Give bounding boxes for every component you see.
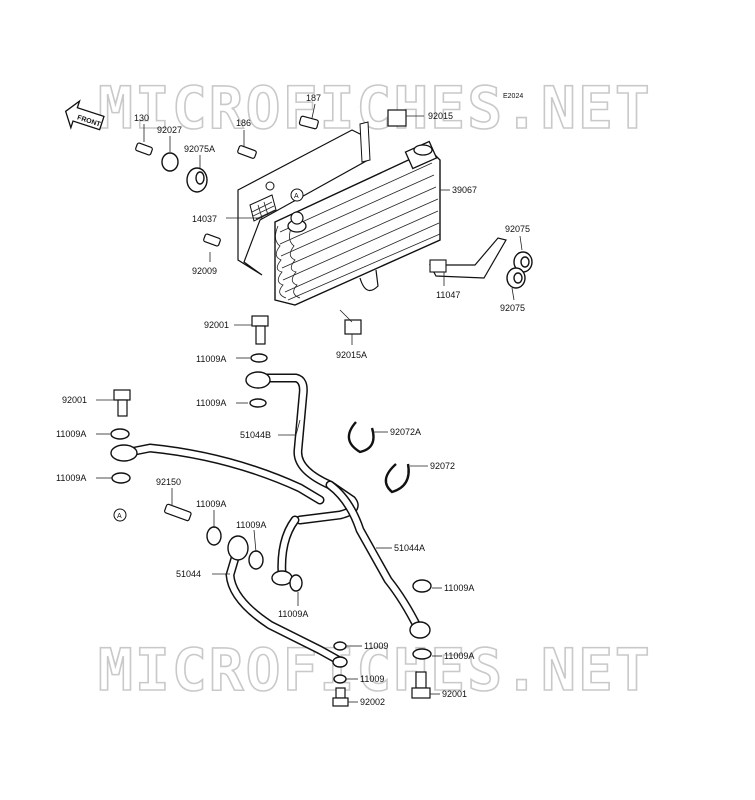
washer-11009A-6: [248, 550, 264, 570]
label-92072A: 92072A: [390, 427, 421, 437]
label-51044B: 51044B: [240, 430, 271, 440]
bolt-130: [135, 142, 153, 156]
label-92015: 92015: [428, 111, 453, 121]
oil-cooler-39067: [237, 121, 441, 306]
washer-11009A-8: [412, 579, 432, 593]
label-11009A-4: 11009A: [56, 473, 86, 483]
label-92075A: 92075A: [184, 144, 215, 154]
banjo-bolt-92150: [164, 503, 192, 522]
watermark-top: MICROFICHES.NET: [98, 74, 652, 142]
label-11009-1: 11009: [364, 641, 388, 651]
clip-92015A: [344, 319, 362, 335]
label-14037: 14037: [192, 214, 217, 224]
washer-11009A-4: [111, 472, 131, 484]
washer-11009A-2: [249, 398, 267, 408]
banjo-eye-51044: [227, 535, 249, 561]
label-92027: 92027: [157, 125, 182, 135]
clamp-92072A: [347, 421, 375, 454]
label-92002: 92002: [360, 697, 385, 707]
label-92009: 92009: [192, 266, 217, 276]
label-11009A-6: 11009A: [236, 520, 266, 530]
ref-marker-a-bottom: A: [113, 508, 127, 522]
label-92075-bottom: 92075: [500, 303, 525, 313]
label-186: 186: [236, 118, 251, 128]
banjo-eye-left: [110, 444, 138, 462]
banjo-bolt-92001-left: [113, 389, 131, 417]
label-92001-left: 92001: [62, 395, 87, 405]
banjo-eye-middle: [271, 570, 293, 586]
grommet-92075-top: [513, 251, 533, 273]
label-39067: 39067: [452, 185, 477, 195]
label-11009A-2: 11009A: [196, 398, 226, 408]
label-92072: 92072: [430, 461, 455, 471]
label-11009A-7: 11009A: [278, 609, 308, 619]
svg-text:A: A: [294, 193, 299, 200]
label-187: 187: [306, 93, 321, 103]
label-11009A-1: 11009A: [196, 354, 226, 364]
hatched-pad-14037: [249, 194, 277, 222]
washer-11009A-3: [110, 428, 130, 440]
label-11009A-9: 11009A: [444, 651, 474, 661]
ref-marker-a-top: A: [290, 188, 304, 202]
label-92001-top: 92001: [204, 320, 229, 330]
oil-pipe-left: [125, 443, 325, 505]
banjo-eye-upper: [245, 371, 271, 389]
washer-11009A-7: [289, 574, 303, 592]
bolt-186: [237, 145, 257, 159]
oil-pipe-51044A: [325, 480, 423, 633]
label-92001-bottom: 92001: [442, 689, 467, 699]
diagram-code: E2024: [503, 93, 523, 100]
bracket-11047: [428, 237, 507, 279]
label-51044A: 51044A: [394, 543, 425, 553]
label-11047: 11047: [436, 290, 460, 300]
oil-pipe-51044: [225, 515, 343, 665]
leader-lines: [96, 103, 523, 703]
label-11009-2: 11009: [360, 674, 384, 684]
bolt-92009: [203, 233, 221, 247]
washer-11009-2: [333, 674, 347, 684]
banjo-bolt-92001-top: [251, 315, 269, 345]
washer-11009A-9: [412, 648, 432, 660]
label-92015A: 92015A: [336, 350, 367, 360]
label-11009A-3: 11009A: [56, 429, 86, 439]
banjo-eye-bottom: [332, 656, 348, 668]
clip-92015: [387, 109, 407, 127]
label-11009A-8: 11009A: [444, 583, 474, 593]
grommet-92075-bottom: [506, 267, 526, 289]
label-51044: 51044: [176, 569, 201, 579]
banjo-bolt-92001-bottom: [411, 671, 431, 699]
banjo-eye-right: [409, 621, 431, 639]
clamp-92072: [384, 463, 410, 494]
svg-text:A: A: [117, 513, 122, 520]
grommet-92075A: [186, 167, 208, 193]
watermark-bottom: MICROFICHES.NET: [98, 636, 652, 704]
label-92150: 92150: [156, 477, 181, 487]
bolt-187: [298, 115, 319, 130]
part-labels: 130 92027 186 187 92015 92075A 39067 140…: [56, 93, 530, 707]
washer-11009A-1: [250, 353, 268, 363]
label-130: 130: [134, 113, 149, 123]
label-92075-top: 92075: [505, 224, 530, 234]
washer-11009A-5: [206, 526, 222, 546]
grommet-92027: [161, 152, 179, 172]
label-11009A-5: 11009A: [196, 499, 226, 509]
washer-11009-1: [333, 641, 347, 651]
